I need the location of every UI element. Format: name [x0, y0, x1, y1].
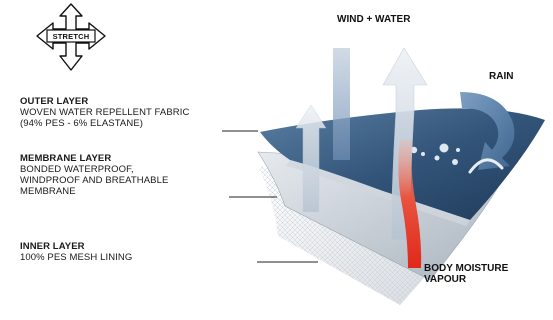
water-droplets [410, 143, 460, 165]
four-way-arrow-icon [36, 3, 106, 71]
stretch-badge: STRETCH [36, 3, 106, 71]
wind-water-down-arrow [333, 48, 350, 160]
rain-arrow [460, 92, 515, 170]
membrane-layer-title: MEMBRANE LAYER [20, 153, 112, 164]
outer-layer-desc-1: WOVEN WATER REPELLENT FABRIC [20, 107, 190, 118]
vapour-label-line1: BODY MOISTURE [424, 263, 509, 274]
vapour-label: BODY MOISTURE VAPOUR [424, 263, 534, 285]
outer-layer-label: OUTER LAYER WOVEN WATER REPELLENT FABRIC… [20, 96, 230, 129]
wind-water-label: WIND + WATER [337, 14, 411, 25]
inner-layer-title: INNER LAYER [20, 241, 85, 252]
membrane-layer-desc-3: MEMBRANE [20, 186, 76, 197]
small-up-arrow [295, 104, 327, 213]
inner-layer-label: INNER LAYER 100% PES MESH LINING [20, 241, 220, 263]
rain-splash-curl [468, 158, 504, 174]
vapour-label-line2: VAPOUR [424, 274, 467, 285]
membrane-layer-desc-2: WINDPROOF AND BREATHABLE [20, 175, 169, 186]
outer-layer-desc-2: (94% PES - 6% ELASTANE) [20, 118, 144, 129]
rain-label: RAIN [489, 71, 514, 82]
membrane-layer-label: MEMBRANE LAYER BONDED WATERPROOF, WINDPR… [20, 153, 220, 197]
membrane-layer-desc-1: BONDED WATERPROOF, [20, 164, 134, 175]
stretch-label: STRETCH [52, 32, 90, 41]
body-moisture-vapour-arrow [398, 140, 422, 268]
inner-layer-desc-1: 100% PES MESH LINING [20, 252, 133, 263]
outer-layer-title: OUTER LAYER [20, 96, 89, 107]
